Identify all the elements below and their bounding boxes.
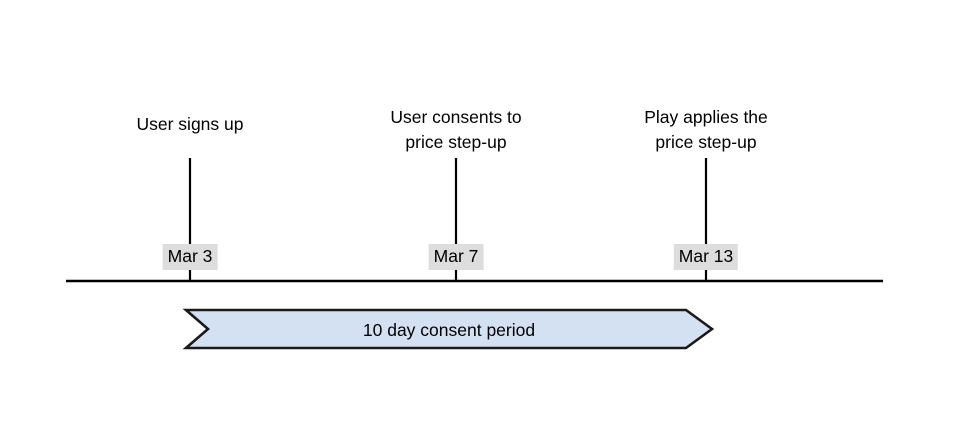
date-label-signup: Mar 3 [162, 244, 218, 270]
date-label-consent: Mar 7 [428, 244, 484, 270]
event-label-signup: User signs up [136, 114, 244, 134]
date-label-apply: Mar 13 [673, 244, 739, 270]
event-label-consent: User consents to price step-up [390, 107, 522, 152]
consent-period-label: 10 day consent period [362, 320, 536, 340]
event-label-apply: Play applies the price step-up [644, 107, 768, 152]
consent-period-band-shape [182, 308, 715, 350]
